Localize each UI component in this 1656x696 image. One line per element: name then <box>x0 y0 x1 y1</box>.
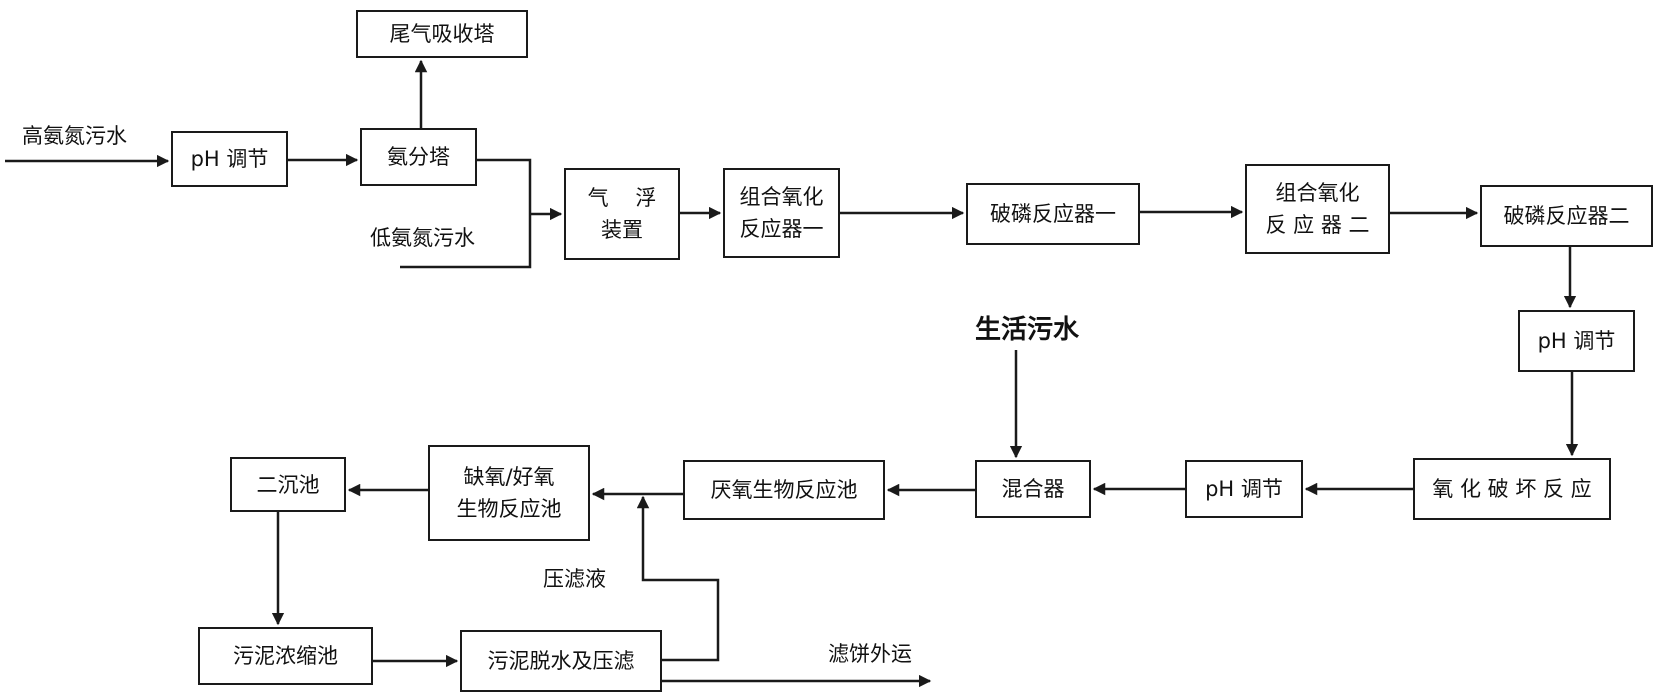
air-flotation-device-box: 气 浮 装置 <box>564 168 680 260</box>
filtrate-label: 压滤液 <box>543 567 606 591</box>
filter-cake-label: 滤饼外运 <box>828 642 912 666</box>
combined-oxidation-reactor-1-box: 组合氧化 反应器一 <box>723 168 840 258</box>
phosphorus-breaking-reactor-1-box: 破磷反应器一 <box>966 183 1140 245</box>
anaerobic-bioreactor-box: 厌氧生物反应池 <box>683 460 885 520</box>
oxidation-destruction-reaction-box: 氧 化 破 坏 反 应 <box>1413 458 1611 520</box>
low-ammonia-inflow-line <box>400 214 532 269</box>
sludge-dewatering-filter-press-box: 污泥脱水及压滤 <box>460 630 662 692</box>
combined-oxidation-reactor-2-box: 组合氧化 反 应 器 二 <box>1245 164 1390 254</box>
ammonia-stripping-tower-box: 氨分塔 <box>360 128 477 186</box>
low-ammonia-wastewater-label: 低氨氮污水 <box>370 226 475 250</box>
ph-adjust-box-1: pH 调节 <box>171 131 288 187</box>
ammonia-tower-outlet-line <box>477 158 532 214</box>
sludge-thickening-tank-box: 污泥浓缩池 <box>198 627 373 685</box>
mixer-box: 混合器 <box>975 460 1091 518</box>
anoxic-aerobic-bioreactor-box: 缺氧/好氧 生物反应池 <box>428 445 590 541</box>
ph-adjust-box-3: pH 调节 <box>1185 460 1303 518</box>
secondary-clarifier-box: 二沉池 <box>230 457 346 512</box>
ph-adjust-box-2: pH 调节 <box>1518 310 1635 372</box>
high-ammonia-wastewater-label: 高氨氮污水 <box>22 124 127 148</box>
domestic-sewage-label: 生活污水 <box>975 315 1080 345</box>
tail-gas-absorption-tower-box: 尾气吸收塔 <box>356 10 528 58</box>
filtrate-return-arrow <box>636 495 720 662</box>
phosphorus-breaking-reactor-2-box: 破磷反应器二 <box>1480 185 1653 247</box>
